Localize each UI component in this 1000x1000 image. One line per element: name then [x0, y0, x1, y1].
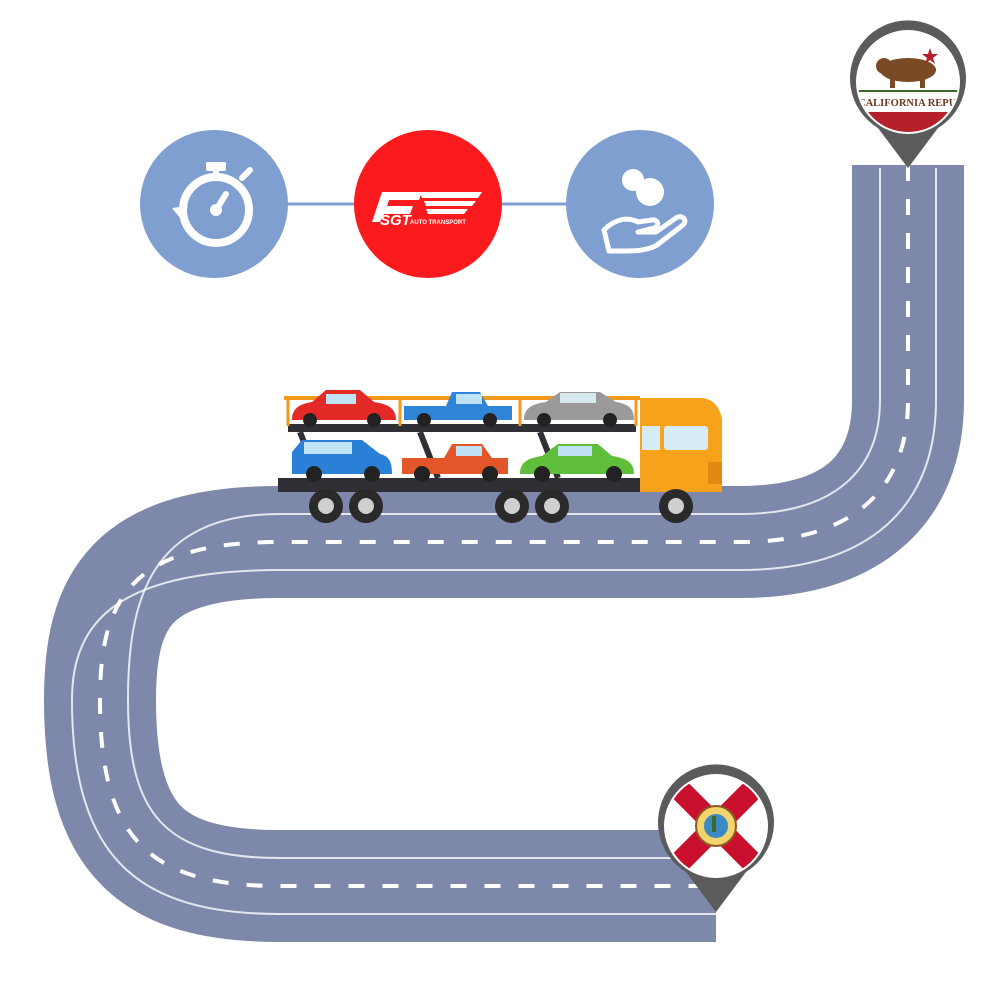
car-orange-pickup	[402, 444, 508, 482]
car-silver	[524, 392, 634, 427]
car-blue-suv	[292, 440, 392, 482]
california-flag-text: CALIFORNIA REPUBLIC	[858, 98, 982, 109]
road	[44, 165, 964, 942]
car-red	[292, 390, 396, 427]
car-blue-pickup	[404, 392, 512, 427]
logo-sub-text: AUTO TRANSPORT	[410, 220, 466, 226]
car-carrier-truck	[278, 390, 722, 523]
stopwatch-icon	[140, 130, 288, 278]
hand-coins-icon	[566, 130, 714, 278]
truck-cab	[640, 398, 722, 492]
origin-pin	[657, 764, 774, 912]
logo-main-text: SGT	[380, 212, 413, 229]
car-green	[520, 444, 634, 482]
destination-pin: CALIFORNIA REPUBLIC	[850, 20, 982, 168]
brand-logo: SGT AUTO TRANSPORT	[354, 130, 502, 278]
truck-wheels	[309, 489, 693, 523]
